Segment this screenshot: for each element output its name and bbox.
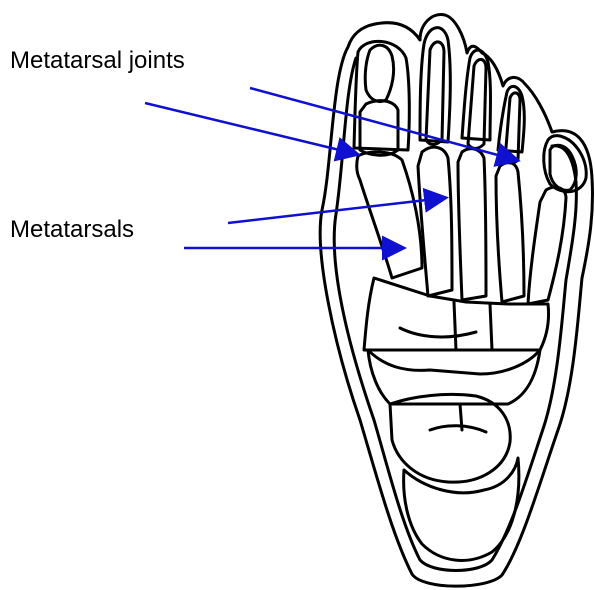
- third-toe-bones: [468, 59, 486, 148]
- big-toe-outline: [354, 41, 409, 150]
- second-toe-bones: [426, 42, 444, 145]
- joint-line-2: [454, 302, 456, 350]
- fourth-metatarsal: [496, 163, 524, 302]
- first-metatarsal: [357, 152, 422, 278]
- talus: [390, 394, 510, 482]
- joint-line-1: [400, 328, 476, 337]
- third-metatarsal: [458, 149, 486, 300]
- big-toe-bone: [365, 45, 393, 101]
- second-toe-outline: [420, 28, 450, 142]
- second-metatarsal: [418, 147, 452, 296]
- joint-line-3: [490, 304, 492, 350]
- fifth-metatarsal: [528, 187, 566, 304]
- arrow-metatarsal-joints-1: [145, 103, 356, 154]
- joint-line-5: [430, 426, 486, 432]
